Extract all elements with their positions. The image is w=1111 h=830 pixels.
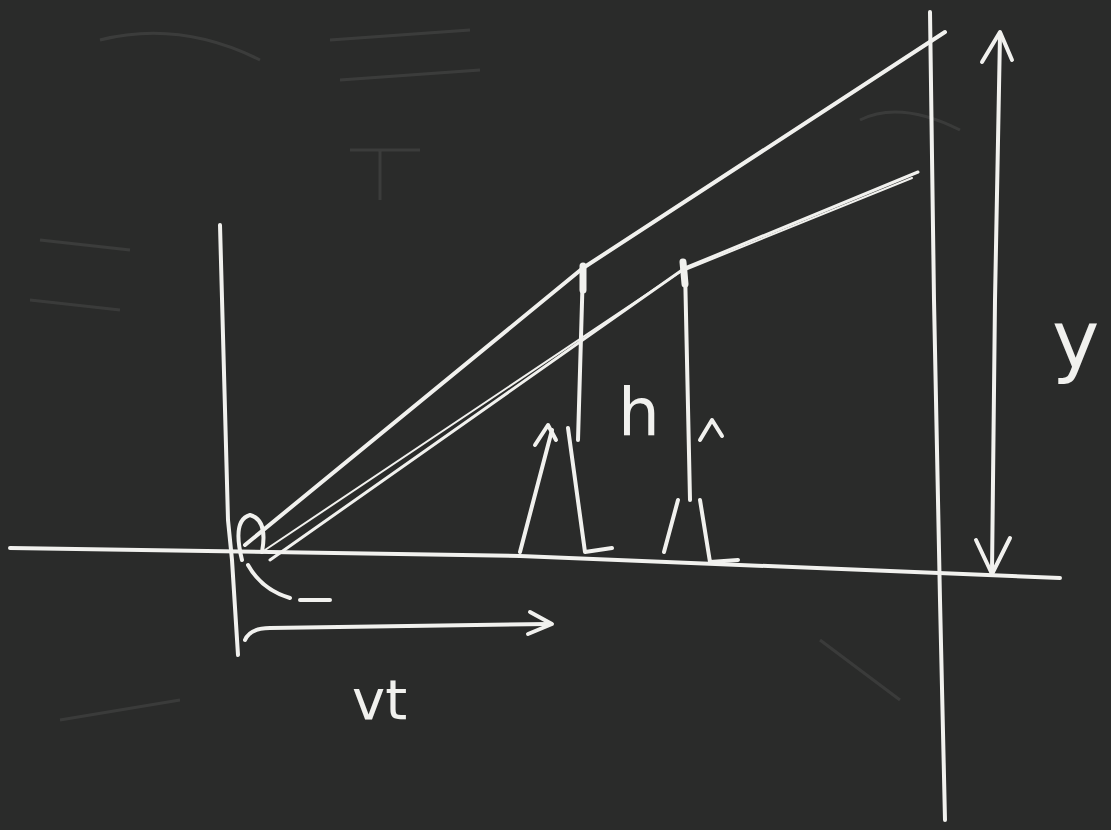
vertical-axis — [220, 225, 238, 655]
walker-arm — [535, 425, 556, 445]
distance-label: vt — [352, 672, 407, 728]
light-ray — [270, 172, 918, 560]
smudge — [30, 240, 130, 310]
walker-arm — [700, 420, 722, 440]
chalk-lines — [10, 12, 1060, 820]
smudge — [330, 30, 480, 80]
smudge — [100, 33, 260, 60]
walker-body — [685, 268, 690, 500]
height-label: h — [618, 380, 660, 446]
height-arrow — [992, 35, 1000, 572]
walker-legs — [664, 500, 738, 562]
smudge — [350, 150, 420, 200]
walker-legs — [520, 428, 612, 552]
distance-arrow — [245, 624, 548, 640]
lamp-height-label: y — [1052, 300, 1099, 380]
arrowhead — [982, 32, 1012, 62]
old-smudges — [30, 30, 960, 720]
ground-line — [10, 548, 1060, 578]
light-ray — [262, 178, 912, 552]
smudge — [860, 112, 960, 130]
light-ray — [245, 32, 945, 545]
walker-body — [578, 268, 583, 440]
lamp-post — [930, 12, 945, 820]
smudge — [60, 640, 900, 720]
arrowhead — [528, 612, 552, 634]
arrowhead — [976, 538, 1010, 574]
